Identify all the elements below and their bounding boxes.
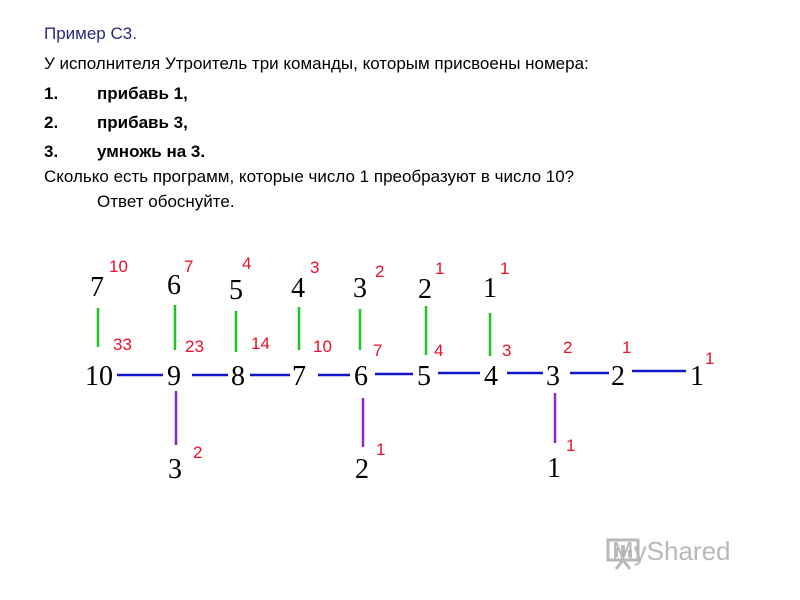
chain-node-4: 4 — [484, 361, 498, 392]
chain-node-10: 10 — [85, 361, 113, 392]
chain-node-9: 9 — [167, 361, 181, 392]
upper-node-2: 2 — [418, 274, 432, 305]
chain-node-3: 3 — [546, 361, 560, 392]
upper-count-7: 10 — [109, 257, 128, 276]
slide-heading: Пример С3. — [44, 24, 137, 43]
lower-count-2: 1 — [376, 440, 385, 459]
upper-count-1: 1 — [500, 259, 509, 278]
command-3-number: 3. — [44, 142, 59, 161]
upper-count-6: 7 — [184, 257, 193, 276]
lower-count-1: 1 — [566, 436, 575, 455]
command-1-text: прибавь 1, — [97, 84, 188, 103]
chain-node-7: 7 — [292, 361, 306, 392]
question-text-line2: Ответ обоснуйте. — [97, 192, 235, 211]
lower-node-1: 1 — [547, 453, 561, 484]
chain-node-5: 5 — [417, 361, 431, 392]
chain-count-4: 3 — [502, 341, 511, 360]
upper-count-3: 2 — [375, 262, 384, 281]
chain-node-6: 6 — [354, 361, 368, 392]
lower-count-3: 2 — [193, 443, 202, 462]
chain-edges — [117, 369, 686, 377]
watermark-logo: MyShared — [606, 536, 731, 570]
upper-count-4: 3 — [310, 258, 319, 277]
chain-count-10: 33 — [113, 335, 132, 354]
upper-node-4: 4 — [291, 273, 305, 304]
upper-node-1: 1 — [483, 273, 497, 304]
chain-count-8: 14 — [251, 334, 270, 353]
upper-node-3: 3 — [353, 273, 367, 304]
command-2-text: прибавь 3, — [97, 113, 188, 132]
question-text: Сколько есть программ, которые число 1 п… — [44, 167, 575, 186]
chain-node-2: 2 — [611, 361, 625, 392]
chain-count-5: 4 — [434, 341, 443, 360]
upper-node-5: 5 — [229, 275, 243, 306]
chain-count-9: 23 — [185, 337, 204, 356]
upper-count-5: 4 — [242, 254, 251, 273]
lower-node-2: 2 — [355, 454, 369, 485]
upper-node-7: 7 — [90, 272, 104, 303]
command-2-number: 2. — [44, 113, 59, 132]
plus3-edges — [96, 305, 492, 356]
chain-count-1: 1 — [705, 349, 714, 368]
command-1-number: 1. — [44, 84, 59, 103]
chain-count-3: 2 — [563, 338, 572, 357]
chain-count-7: 10 — [313, 337, 332, 356]
command-3-text: умножь на 3. — [97, 142, 206, 161]
upper-node-6: 6 — [167, 270, 181, 301]
chain-node-1: 1 — [690, 361, 704, 392]
chain-count-6: 7 — [373, 341, 382, 360]
chain-count-2: 1 — [622, 338, 631, 357]
times3-edges — [174, 391, 557, 447]
chain-node-8: 8 — [231, 361, 245, 392]
lower-node-3: 3 — [168, 454, 182, 485]
upper-count-2: 1 — [435, 259, 444, 278]
intro-text: У исполнителя Утроитель три команды, кот… — [44, 54, 589, 73]
